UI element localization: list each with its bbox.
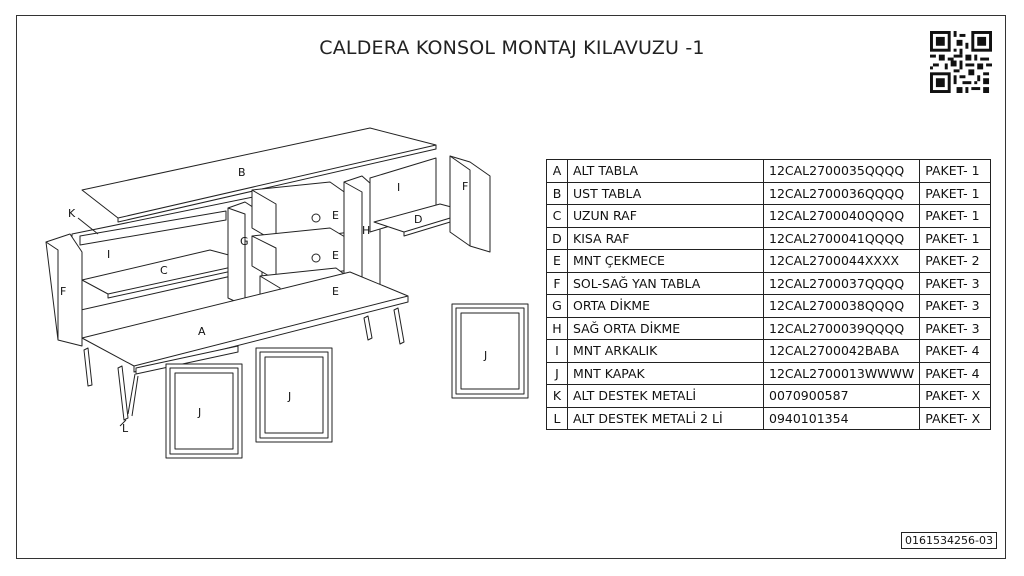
table-row: D KISA RAF 12CAL2700041QQQQ PAKET- 1 bbox=[546, 226, 992, 250]
label-j3: J bbox=[483, 349, 487, 362]
label-f-right: F bbox=[462, 180, 468, 193]
label-j2: J bbox=[287, 390, 291, 403]
part-name: UST TABLA bbox=[567, 181, 764, 205]
label-e2: E bbox=[332, 249, 339, 262]
part-letter: C bbox=[546, 204, 568, 228]
part-code: 12CAL2700036QQQQ bbox=[762, 181, 921, 205]
part-letter: G bbox=[546, 294, 568, 318]
label-d: D bbox=[414, 213, 422, 226]
part-name: ALT DESTEK METALİ bbox=[567, 384, 764, 408]
label-i-left: I bbox=[107, 248, 110, 261]
label-c: C bbox=[160, 264, 168, 277]
table-row: J MNT KAPAK 12CAL2700013WWWW PAKET- 4 bbox=[546, 361, 992, 385]
part-package: PAKET- 4 bbox=[919, 361, 992, 385]
door-3 bbox=[451, 303, 529, 399]
table-row: A ALT TABLA 12CAL2700035QQQQ PAKET- 1 bbox=[546, 159, 992, 183]
table-row: B UST TABLA 12CAL2700036QQQQ PAKET- 1 bbox=[546, 181, 992, 205]
part-package: PAKET- 3 bbox=[919, 294, 992, 318]
part-package: PAKET- 1 bbox=[919, 181, 992, 205]
table-row: G ORTA DİKME 12CAL2700038QQQQ PAKET- 3 bbox=[546, 294, 992, 318]
part-code: 0070900587 bbox=[762, 384, 921, 408]
part-package: PAKET- 1 bbox=[919, 204, 992, 228]
label-e3: E bbox=[332, 285, 339, 298]
parts-table: A ALT TABLA 12CAL2700035QQQQ PAKET- 1 B … bbox=[546, 159, 992, 430]
door-2 bbox=[255, 347, 333, 443]
part-name: ALT DESTEK METALİ 2 Lİ bbox=[567, 406, 764, 430]
label-h: H bbox=[362, 224, 370, 237]
part-letter: D bbox=[546, 226, 568, 250]
door-1 bbox=[165, 363, 243, 459]
label-l: L bbox=[122, 422, 129, 435]
label-k: K bbox=[68, 207, 76, 220]
leg-front-right bbox=[117, 365, 129, 421]
table-row: F SOL-SAĞ YAN TABLA 12CAL2700037QQQQ PAK… bbox=[546, 271, 992, 295]
support-metal-k bbox=[79, 210, 227, 246]
part-letter: H bbox=[546, 316, 568, 340]
label-e1: E bbox=[332, 209, 339, 222]
part-code: 12CAL2700040QQQQ bbox=[762, 204, 921, 228]
part-code: 12CAL2700041QQQQ bbox=[762, 226, 921, 250]
part-letter: L bbox=[546, 406, 568, 430]
table-row: H SAĞ ORTA DİKME 12CAL2700039QQQQ PAKET-… bbox=[546, 316, 992, 340]
part-name: SOL-SAĞ YAN TABLA bbox=[567, 271, 764, 295]
part-code: 12CAL2700044XXXX bbox=[762, 249, 921, 273]
part-package: PAKET- 2 bbox=[919, 249, 992, 273]
part-letter: A bbox=[546, 159, 568, 183]
part-name: ALT TABLA bbox=[567, 159, 764, 183]
part-package: PAKET- 4 bbox=[919, 339, 992, 363]
part-name: ORTA DİKME bbox=[567, 294, 764, 318]
document-number: 0161534256-03 bbox=[901, 532, 997, 549]
label-b: B bbox=[238, 166, 246, 179]
part-name: MNT ÇEKMECE bbox=[567, 249, 764, 273]
part-package: PAKET- 1 bbox=[919, 159, 992, 183]
part-code: 12CAL2700035QQQQ bbox=[762, 159, 921, 183]
assembly-illustration: B K I C F G E E E H I D F A L J J J bbox=[45, 127, 529, 459]
part-code: 12CAL2700013WWWW bbox=[762, 361, 921, 385]
part-code: 12CAL2700039QQQQ bbox=[762, 316, 921, 340]
part-code: 12CAL2700038QQQQ bbox=[762, 294, 921, 318]
part-name: MNT ARKALIK bbox=[567, 339, 764, 363]
part-name: MNT KAPAK bbox=[567, 361, 764, 385]
qr-code-icon bbox=[930, 31, 992, 93]
part-package: PAKET- 3 bbox=[919, 271, 992, 295]
table-row: C UZUN RAF 12CAL2700040QQQQ PAKET- 1 bbox=[546, 204, 992, 228]
table-row: K ALT DESTEK METALİ 0070900587 PAKET- X bbox=[546, 384, 992, 408]
part-name: KISA RAF bbox=[567, 226, 764, 250]
table-row: E MNT ÇEKMECE 12CAL2700044XXXX PAKET- 2 bbox=[546, 249, 992, 273]
part-code: 12CAL2700037QQQQ bbox=[762, 271, 921, 295]
part-name: UZUN RAF bbox=[567, 204, 764, 228]
part-package: PAKET- 3 bbox=[919, 316, 992, 340]
leg-back-left bbox=[363, 315, 373, 341]
label-i-right: I bbox=[397, 181, 400, 194]
part-code: 0940101354 bbox=[762, 406, 921, 430]
label-j1: J bbox=[197, 406, 201, 419]
support-metal-l bbox=[135, 345, 239, 375]
part-letter: F bbox=[546, 271, 568, 295]
left-side-panel bbox=[45, 233, 83, 347]
part-package: PAKET- X bbox=[919, 384, 992, 408]
page-border bbox=[16, 15, 1006, 559]
table-row: L ALT DESTEK METALİ 2 Lİ 0940101354 PAKE… bbox=[546, 406, 992, 430]
part-name: SAĞ ORTA DİKME bbox=[567, 316, 764, 340]
label-f-left: F bbox=[60, 285, 66, 298]
leg-back-right bbox=[393, 307, 405, 345]
part-letter: I bbox=[546, 339, 568, 363]
part-package: PAKET- 1 bbox=[919, 226, 992, 250]
part-letter: K bbox=[546, 384, 568, 408]
part-letter: B bbox=[546, 181, 568, 205]
table-row: I MNT ARKALIK 12CAL2700042BABA PAKET- 4 bbox=[546, 339, 992, 363]
label-g: G bbox=[240, 235, 249, 248]
part-letter: E bbox=[546, 249, 568, 273]
part-package: PAKET- X bbox=[919, 406, 992, 430]
label-a: A bbox=[198, 325, 206, 338]
document-title: CALDERA KONSOL MONTAJ KILAVUZU -1 bbox=[319, 37, 705, 59]
part-code: 12CAL2700042BABA bbox=[762, 339, 921, 363]
leg-front-left bbox=[83, 347, 93, 387]
part-letter: J bbox=[546, 361, 568, 385]
